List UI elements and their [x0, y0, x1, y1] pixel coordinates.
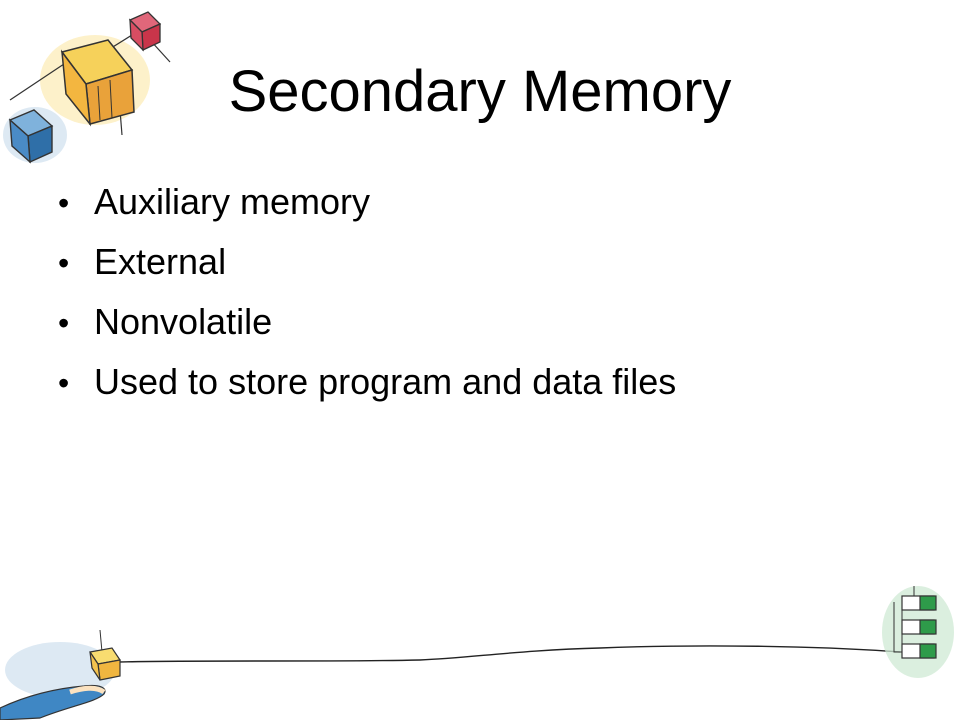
bullet-text: Nonvolatile — [94, 301, 273, 342]
bullet-item: • External — [58, 232, 676, 292]
cube-cluster-illustration — [3, 11, 171, 164]
bullet-marker: • — [58, 305, 70, 341]
hand-drawn-connector-line — [117, 645, 901, 663]
green-stacked-blocks-illustration — [882, 586, 954, 678]
hand-holding-box-illustration — [0, 630, 122, 720]
bullet-list: • Auxiliary memory • External • Nonvolat… — [58, 172, 676, 412]
bullet-text: External — [94, 241, 227, 282]
bullet-marker: • — [58, 185, 70, 221]
bullet-text: Used to store program and data files — [94, 361, 677, 402]
bullet-item: • Used to store program and data files — [58, 352, 676, 412]
bullet-text: Auxiliary memory — [94, 181, 371, 222]
bullet-marker: • — [58, 365, 70, 401]
bullet-item: • Auxiliary memory — [58, 172, 676, 232]
bullet-item: • Nonvolatile — [58, 292, 676, 352]
bullet-marker: • — [58, 245, 70, 281]
slide-title: Secondary Memory — [228, 59, 732, 124]
